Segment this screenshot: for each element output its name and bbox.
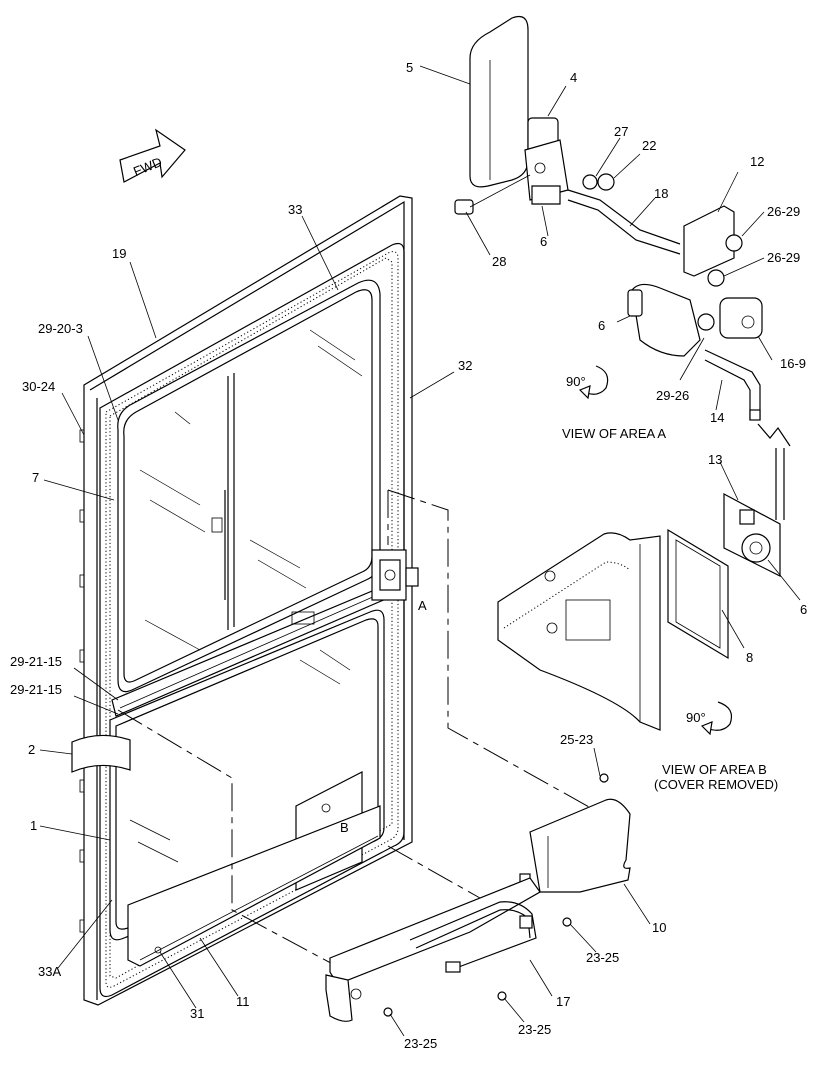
- label-33a: 33A: [38, 964, 61, 979]
- pad-5: [469, 15, 529, 188]
- step-assembly: [325, 773, 631, 1022]
- label-28: 28: [492, 254, 506, 269]
- area-b-housing: [497, 532, 661, 731]
- label-6-right: 6: [800, 602, 807, 617]
- bracket-10: [529, 798, 631, 893]
- label-10: 10: [652, 920, 666, 935]
- door-assembly: [71, 195, 419, 1006]
- view-area-b-caption: VIEW OF AREA B: [662, 762, 767, 777]
- label-23-25-b: 23-25: [518, 1022, 551, 1037]
- label-31: 31: [190, 1006, 204, 1021]
- box-12: [683, 205, 735, 277]
- label-25-23: 25-23: [560, 732, 593, 747]
- label-16-9: 16-9: [780, 356, 806, 371]
- door-seal: [105, 251, 399, 988]
- label-4: 4: [570, 70, 577, 85]
- label-8: 8: [746, 650, 753, 665]
- cable-14: [704, 349, 761, 420]
- label-1: 1: [30, 818, 37, 833]
- label-23-25-a: 23-25: [586, 950, 619, 965]
- gasket-8: [667, 528, 729, 660]
- handle-17: [409, 901, 537, 969]
- label-29-26: 29-26: [656, 388, 689, 403]
- label-23-25-c: 23-25: [404, 1036, 437, 1051]
- label-27: 27: [614, 124, 628, 139]
- label-30-24: 30-24: [22, 379, 55, 394]
- rotation-a-text: 90°: [566, 374, 586, 389]
- label-29-20-3: 29-20-3: [38, 321, 83, 336]
- label-26-29-a: 26-29: [767, 204, 800, 219]
- rotation-b: 90°: [686, 701, 733, 736]
- latch-body: [631, 283, 701, 357]
- label-6-mid: 6: [598, 318, 605, 333]
- label-7: 7: [32, 470, 39, 485]
- callout-lines: [117, 489, 599, 969]
- label-19: 19: [112, 246, 126, 261]
- strap: [71, 734, 131, 773]
- area-a-letter: A: [418, 598, 427, 613]
- door-latch-a: [371, 549, 419, 601]
- view-area-a-caption: VIEW OF AREA A: [562, 426, 666, 441]
- area-b-letter: B: [340, 820, 349, 835]
- door-inner-panel: [99, 242, 405, 998]
- lower-window: [109, 609, 385, 941]
- label-29-21-15-b: 29-21-15: [10, 682, 62, 697]
- area-b-detail: [497, 492, 781, 731]
- label-6-top: 6: [540, 234, 547, 249]
- label-11: 11: [236, 994, 250, 1009]
- rotation-a: 90°: [566, 365, 609, 400]
- label-26-29-b: 26-29: [767, 250, 800, 265]
- label-14: 14: [710, 410, 724, 425]
- label-32: 32: [458, 358, 472, 373]
- leader-lines: [39, 65, 801, 1037]
- area-a-detail: [454, 15, 791, 520]
- view-area-b-subcaption: (COVER REMOVED): [654, 777, 778, 792]
- label-22: 22: [642, 138, 656, 153]
- rod-18: [567, 189, 681, 245]
- label-17: 17: [556, 994, 570, 1009]
- label-29-21-15-a: 29-21-15: [10, 654, 62, 669]
- label-2: 2: [28, 742, 35, 757]
- label-5: 5: [406, 60, 413, 75]
- label-18: 18: [654, 186, 668, 201]
- label-12: 12: [750, 154, 764, 169]
- forward-arrow: FWD: [119, 128, 186, 183]
- part-labels: 5 4 27 22 12 26-29 26-29 18 28 6 6 16-9 …: [10, 60, 807, 1051]
- bottom-panel: [127, 805, 381, 967]
- rotation-b-text: 90°: [686, 710, 706, 725]
- label-13: 13: [708, 452, 722, 467]
- label-33: 33: [288, 202, 302, 217]
